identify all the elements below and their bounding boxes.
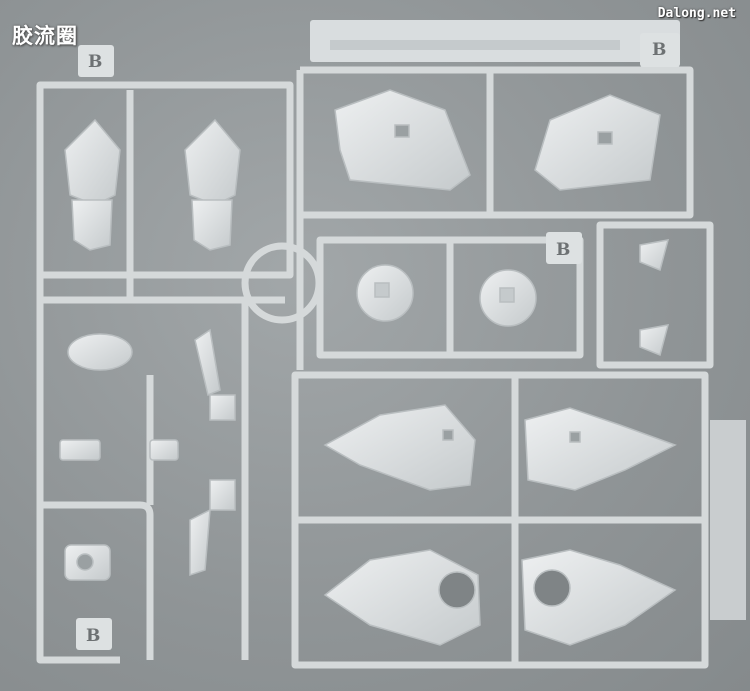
runner-letter-tab-4: B [86,626,101,646]
armor-part-bottom-left [323,549,481,646]
side-tag [710,420,746,620]
small-parts-left [59,328,236,581]
small-parts-right [639,239,670,357]
runner-tag-plate [310,20,680,62]
arm-part-left [64,118,121,251]
armor-part-top-left [334,89,471,191]
runner-letter-tab-1: B [88,52,103,72]
armor-part-middle-left [323,404,476,491]
runner-letter-tab-2: B [652,40,667,60]
armor-part-middle-right [524,407,677,491]
arm-part-right [184,118,241,251]
watermark-left: 胶流圈 [12,24,78,48]
runner-letter-tab-3: B [556,240,571,260]
ball-joints [356,264,537,327]
runner-tabs [76,33,680,650]
runner-frame [36,66,714,669]
armor-part-bottom-right [521,549,677,646]
armor-part-top-right [534,94,661,191]
watermark-right: Dalong.net [657,6,736,21]
